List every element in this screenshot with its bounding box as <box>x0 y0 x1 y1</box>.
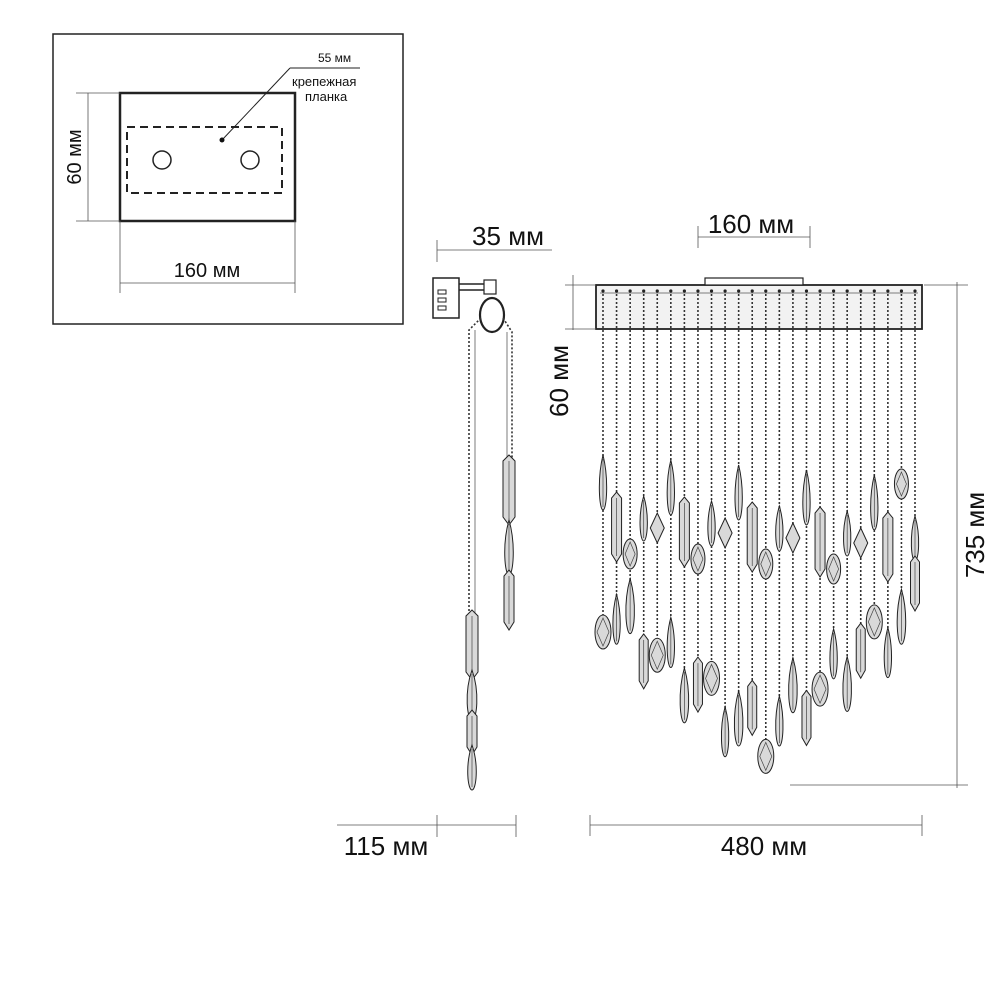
crystal-diamond <box>649 511 665 545</box>
canopy-dim-label: 60 мм <box>544 345 574 417</box>
crystal-facet <box>813 674 827 705</box>
plate-label-line2: планка <box>305 89 348 104</box>
chain-loop-ring <box>478 296 506 334</box>
crystal-diamond <box>785 521 801 555</box>
canopy-hook <box>899 289 904 293</box>
crystal-oval <box>826 553 842 585</box>
canopy-hook <box>872 289 876 293</box>
crystal-facet <box>760 551 772 577</box>
crystal-oval <box>758 548 774 580</box>
crystal-oval <box>865 604 883 640</box>
crystal-oval <box>648 637 666 673</box>
front-top-dim-label: 160 мм <box>708 209 794 239</box>
canopy-hook <box>913 289 917 293</box>
mount-arm-end <box>483 279 497 295</box>
canopy-hook <box>818 289 822 293</box>
side-view: 35 мм 115 мм <box>337 221 552 861</box>
crystal-oval <box>811 671 829 707</box>
canopy-hook <box>832 289 836 293</box>
crystal-facet <box>596 617 610 647</box>
canopy-hook <box>777 289 781 293</box>
inset-width-label: 160 мм <box>174 260 240 282</box>
side-bottom-dim-label: 115 мм <box>344 831 428 861</box>
plate-label-line1: крепежная <box>292 74 356 89</box>
crystal-oval <box>757 738 775 774</box>
crystal-oval <box>622 538 638 570</box>
mount-slot-1 <box>437 289 447 295</box>
canopy-mount-plate <box>704 277 804 286</box>
canopy-plate-outline <box>118 91 297 223</box>
mounting-inset: 55 мм крепежная планка 60 мм 160 мм <box>52 33 404 325</box>
crystal-oval <box>594 614 612 650</box>
mounting-hole-right <box>240 150 260 170</box>
front-view: 160 мм 60 мм 735 мм 480 мм <box>544 209 990 861</box>
canopy-hook <box>859 289 863 293</box>
leader-dot <box>219 137 225 143</box>
crystal-oval <box>703 660 721 696</box>
height-dim-label: 735 мм <box>960 492 990 578</box>
canopy-hook <box>791 289 795 293</box>
canopy-hook <box>709 289 714 293</box>
canopy-hook <box>655 289 659 293</box>
crystal-facet <box>828 556 839 582</box>
crystal-facet <box>692 546 704 572</box>
canopy-hook <box>628 289 632 293</box>
crystal-diamond <box>717 516 733 550</box>
canopy-hook <box>723 289 727 293</box>
crystal-facet <box>896 471 907 497</box>
crystal-facet <box>650 640 664 671</box>
plate-leader-line <box>221 67 291 141</box>
side-chain-inner <box>502 317 513 460</box>
canopy-hook <box>750 289 754 293</box>
side-top-dim-label: 35 мм <box>472 221 544 251</box>
crystal-facet <box>759 741 773 772</box>
crystal-facet <box>867 607 881 637</box>
inset-height-label: 60 мм <box>64 129 86 184</box>
canopy-hook <box>737 289 741 293</box>
crystal-oval <box>893 468 909 500</box>
canopy-hook <box>886 289 890 293</box>
canopy-hook <box>682 289 686 293</box>
front-chains <box>594 289 920 774</box>
width-dim-label: 480 мм <box>721 831 807 861</box>
canopy-hook <box>614 289 619 293</box>
side-chains <box>465 317 516 791</box>
crystal-facet <box>624 541 636 567</box>
canopy-hook <box>696 289 700 293</box>
mounting-hole-left <box>152 150 172 170</box>
canopy-hook <box>764 289 768 293</box>
canopy-bar <box>595 284 923 330</box>
canopy-hook <box>601 289 605 293</box>
canopy-hook <box>845 289 849 293</box>
mount-slot-3 <box>437 305 447 311</box>
crystal-diamond <box>853 526 869 560</box>
side-chain-outer <box>468 317 482 620</box>
canopy-hook <box>804 289 809 293</box>
crystal-facet <box>705 663 718 694</box>
crystal-oval <box>690 543 706 575</box>
mount-slot-2 <box>437 297 447 303</box>
plate-dimension-label: 55 мм <box>318 51 351 65</box>
canopy-hook <box>669 289 673 293</box>
mounting-bar-dashed <box>126 126 283 194</box>
canopy-hook <box>642 289 646 293</box>
